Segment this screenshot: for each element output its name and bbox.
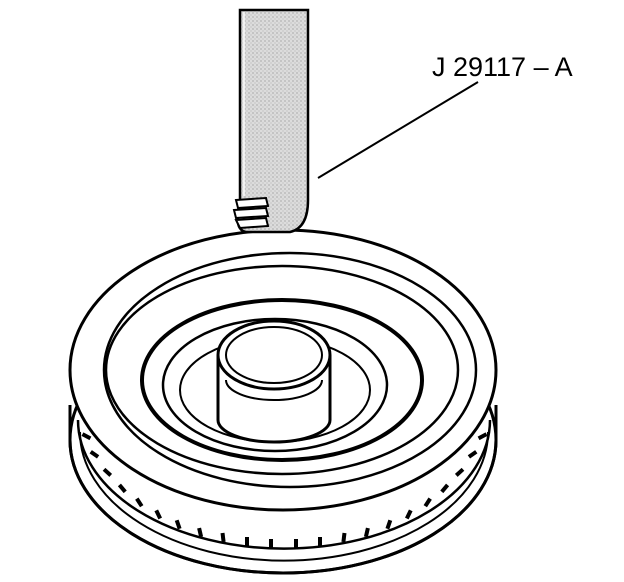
pulley-side-inner-line xyxy=(76,419,492,550)
leader-line xyxy=(317,81,479,179)
pulley-groove-inner xyxy=(140,298,424,462)
hub-recess-outer xyxy=(161,317,389,453)
crankshaft-pulley xyxy=(68,228,498,575)
pulley-rim-step xyxy=(102,251,478,489)
callout: J 29117 – A xyxy=(317,52,573,179)
holding-tool xyxy=(232,8,310,234)
tool-teeth xyxy=(232,196,270,230)
tool-part-number-label: J 29117 – A xyxy=(432,52,573,82)
timing-notches xyxy=(81,432,488,548)
hub-cylinder xyxy=(216,319,332,444)
pulley-side-lower-line xyxy=(79,431,489,562)
pulley-groove-outer xyxy=(104,264,460,476)
